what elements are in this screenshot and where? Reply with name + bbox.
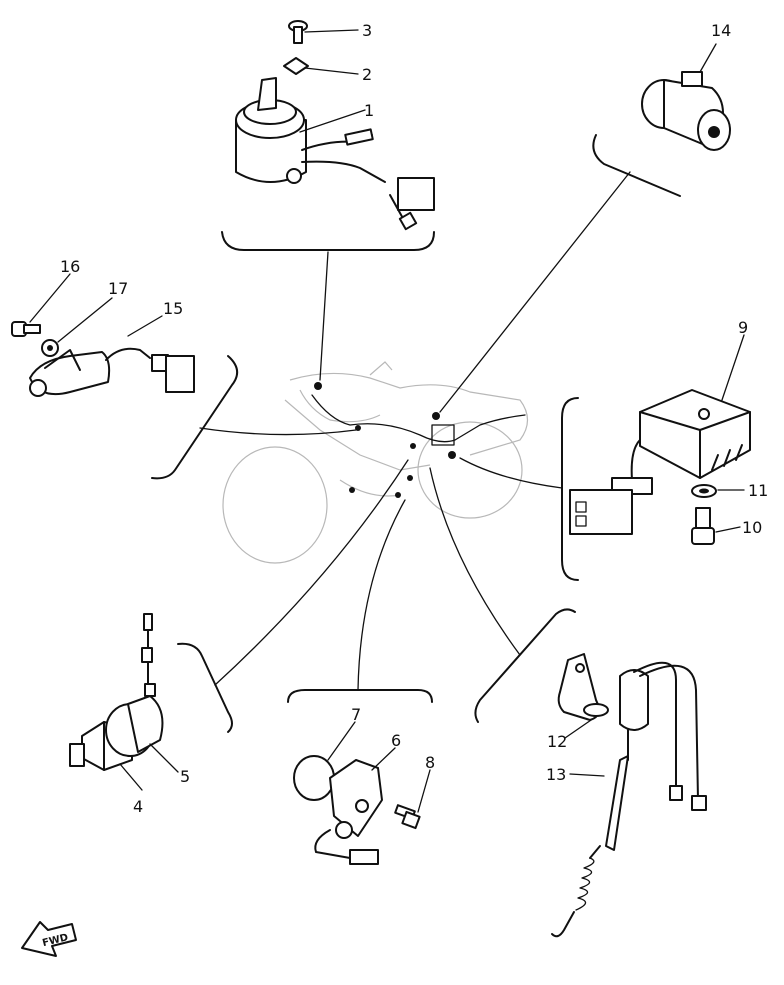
washer-part-11: [691, 484, 717, 498]
callout-7: 7: [351, 705, 361, 724]
neutral-switch-part-6: [314, 759, 383, 865]
o-ring-part-7: [293, 755, 335, 801]
callout-14: 14: [711, 21, 731, 40]
bracket-part-12: [557, 653, 609, 721]
callout-3: 3: [362, 21, 372, 40]
main-switch-part: [235, 77, 435, 231]
regulator-part-9: [569, 389, 751, 535]
flasher-relay-part: [641, 71, 731, 151]
callout-leaders: [29, 29, 745, 813]
callout-6: 6: [391, 731, 401, 750]
callout-10: 10: [742, 518, 762, 537]
callout-13: 13: [546, 765, 566, 784]
group-bracket-oil-switch: [177, 642, 233, 733]
callout-16: 16: [60, 257, 80, 276]
motorcycle-frame-outline: [222, 361, 529, 564]
fwd-direction-arrow: FWD: [21, 921, 77, 957]
callout-4: 4: [133, 797, 143, 816]
group-bracket-main-switch: [221, 231, 435, 251]
group-bracket-flasher: [592, 134, 681, 197]
cover-part-5: [105, 613, 164, 757]
callout-5: 5: [180, 767, 190, 786]
callout-12: 12: [547, 732, 567, 751]
group-bracket-brake-switch: [474, 608, 576, 723]
switch-assembly-part-15: [29, 347, 195, 397]
callout-9: 9: [738, 318, 748, 337]
callout-numbers: 1 2 3 4 5 6 7 8 9 10 11 12 13 14 15 16 1…: [60, 21, 768, 816]
callout-15: 15: [163, 299, 183, 318]
screw-part-16: [11, 321, 41, 337]
callout-8: 8: [425, 753, 435, 772]
brake-switch-part-13: [551, 661, 707, 938]
callout-1: 1: [364, 101, 374, 120]
callout-17: 17: [108, 279, 128, 298]
washer-part-17: [41, 339, 59, 357]
screw-part-8: [394, 804, 421, 830]
bolt-part-10: [691, 507, 715, 545]
group-bracket-regulator: [561, 397, 579, 581]
callout-2: 2: [362, 65, 372, 84]
callout-11: 11: [748, 481, 768, 500]
screw-part-3: [288, 20, 308, 44]
group-bracket-left-switch: [151, 355, 239, 480]
group-bracket-neutral-switch: [287, 689, 433, 703]
washer-part-2: [283, 57, 309, 75]
leader-lines: [199, 171, 631, 691]
